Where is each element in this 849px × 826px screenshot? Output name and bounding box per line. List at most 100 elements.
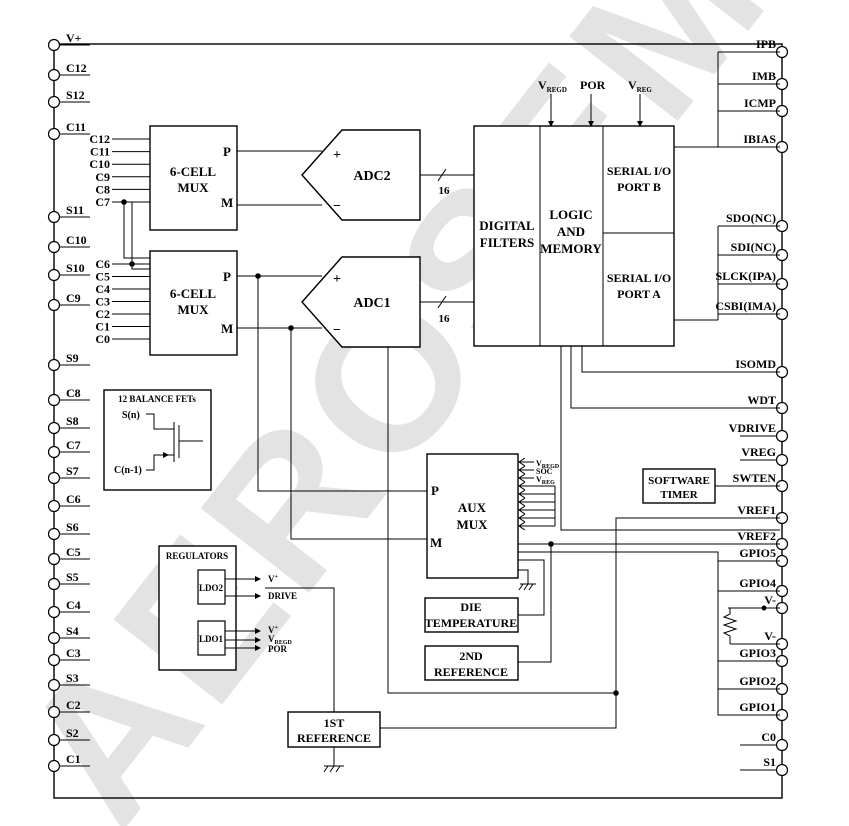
adc2: ADC2 + − [301,129,421,221]
logic-wiring [560,346,780,531]
logic-memory-3: MEMORY [540,241,602,256]
right-pin-label: SDI(NC) [731,240,776,254]
left-pin: C4 [47,598,90,619]
aux-mux: AUX MUX P M VREGD SOC VREG [426,453,560,579]
mux-input: C1 [95,320,150,334]
aux-mux-m: M [430,535,442,550]
serial-port-wiring [674,51,780,321]
ldo2-out-vplus: V+ [268,574,279,584]
adc2-minus: − [333,199,341,214]
adc1-minus: − [333,323,341,338]
balance-fets: 12 BALANCE FETs S(n) C(n-1) [103,389,212,491]
mux-input: C8 [95,182,150,196]
right-pin-label: IBIAS [743,132,776,146]
left-pin-label: C5 [66,545,81,559]
right-pin-label: C0 [761,730,776,744]
left-pin-label: C12 [66,61,87,75]
right-pin-label: S1 [763,755,776,769]
right-pin-label: VREG [741,445,776,459]
right-pin: VREF1 [737,503,789,525]
mux-input-label: C5 [95,270,110,284]
left-pin: C3 [47,646,90,667]
left-pin-label: C8 [66,386,81,400]
aux-mux-inputs [518,462,780,663]
left-pin: S7 [47,464,90,485]
software-timer: SOFTWARE TIMER [642,468,780,504]
mux-input-label: C11 [90,145,110,159]
right-pin-label: GPIO4 [739,576,776,590]
mux-input: C12 [89,132,150,146]
mux-input: C9 [95,170,150,184]
right-pin-label: SLCK(IPA) [716,269,776,283]
left-pin-label: S12 [66,88,85,102]
aux-mux-pm-wiring [257,276,616,694]
left-pin: S6 [47,520,90,541]
right-pin: SDI(NC) [731,240,789,262]
ldo1-out-vplus: V+ [268,625,279,635]
first-reference: 1ST REFERENCE [265,517,780,773]
right-pin: SLCK(IPA) [716,269,789,291]
adc1-bus-width: 16 [439,313,451,325]
port-a-2: PORT A [617,287,661,301]
ldo1-label: LDO1 [199,634,224,644]
mux-input: C7 [95,195,150,209]
por-input-label: POR [580,78,606,92]
aux-in-vreg: VREG [536,475,555,486]
left-pin-label: S10 [66,261,85,275]
left-pin: C11 [47,120,90,141]
aux-in-soc: SOC [536,467,553,476]
mux-input: C4 [95,282,150,296]
right-pin: VDRIVE [729,421,789,443]
left-pin: S4 [47,624,90,645]
right-pin: WDT [740,393,789,415]
aux-mux-label-2: MUX [456,517,488,532]
mux-input: C2 [95,307,150,321]
right-pin: S1 [740,755,789,777]
left-pin-label: C4 [66,598,81,612]
left-pin-label: C9 [66,291,81,305]
die-temperature: DIE TEMPERATURE [424,597,519,633]
mux-input: C11 [90,145,150,159]
right-pin-label: V- [764,593,776,607]
mux-top-label-1: 6-CELL [170,164,217,179]
left-pin: S12 [47,88,90,109]
left-pin-label: S11 [66,203,84,217]
second-reference: 2ND REFERENCE [424,645,519,681]
right-pin-label: WDT [747,393,776,407]
gpio-wiring [518,551,780,716]
balance-fets-sn: S(n) [122,410,140,421]
left-pin-label: C10 [66,233,87,247]
mux-input: C3 [95,295,150,309]
right-pin-label: IMB [752,69,776,83]
right-pin: SWTEN [733,471,789,493]
right-pin-label: CSBI(IMA) [715,299,776,313]
left-pin: C10 [47,233,90,254]
left-pin-label: V+ [66,31,82,45]
right-pin-label: GPIO3 [739,646,776,660]
right-pin: C0 [740,730,789,752]
left-pin: V+ [47,31,90,52]
right-pin-label: GPIO5 [739,546,776,560]
balance-fets-title: 12 BALANCE FETs [118,394,196,404]
aux-mux-p: P [431,483,439,498]
balance-fets-cn: C(n-1) [114,465,142,476]
adc1-plus: + [333,272,341,287]
right-pin-label: VREF1 [737,503,776,517]
left-pin-label: C7 [66,438,81,452]
left-pin-label: S3 [66,671,79,685]
mux-input-label: C8 [95,182,110,196]
mux-top-p: P [223,144,231,159]
left-pin-label: C11 [66,120,86,134]
digital-filters-1: DIGITAL [479,218,535,233]
left-pin-column: V+C12S12C11S11C10S10C9S9C8S8C7S7C6S6C5S5… [47,31,90,773]
right-pin-column: IPBIMBICMPIBIASSDO(NC)SDI(NC)SLCK(IPA)CS… [715,37,789,777]
left-pin: S10 [47,261,90,282]
left-pin-label: S2 [66,726,79,740]
regulators-title: REGULATORS [166,551,228,561]
left-pin: C12 [47,61,90,82]
left-pin-label: C2 [66,698,81,712]
first-ref-1: 1ST [324,716,345,730]
